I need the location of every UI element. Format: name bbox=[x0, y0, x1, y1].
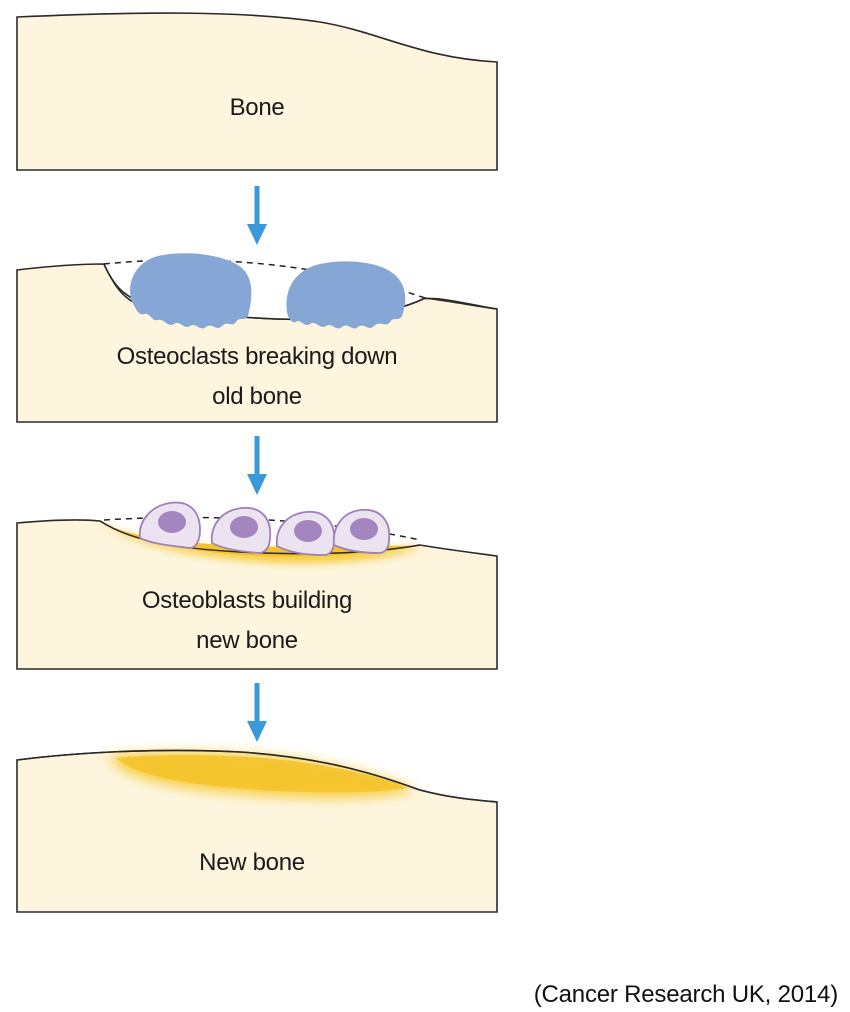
panel-bone bbox=[16, 12, 498, 171]
osteoclast-cell bbox=[130, 253, 252, 329]
new-bone-deposit-core bbox=[104, 524, 418, 557]
osteoclast-cell bbox=[286, 261, 406, 329]
panel-osteoclasts bbox=[16, 253, 498, 423]
surface-outline bbox=[16, 749, 498, 803]
label-line: New bone bbox=[199, 849, 305, 876]
original-surface-dashed bbox=[103, 259, 426, 299]
panel-label-osteoblasts: Osteoblasts building new bone bbox=[17, 581, 477, 661]
panel-new-bone bbox=[16, 749, 498, 913]
panel-osteoblasts bbox=[16, 501, 498, 670]
source-caption: (Cancer Research UK, 2014) bbox=[533, 981, 838, 1008]
label-line: Osteoblasts building bbox=[141, 587, 353, 614]
osteoblast-cell bbox=[210, 507, 272, 554]
new-bone-layer-core bbox=[116, 755, 408, 793]
panel-label-bone: Bone bbox=[17, 88, 497, 128]
label-line: Osteoclasts breaking down bbox=[116, 343, 398, 370]
panel-label-new-bone: New bone bbox=[17, 843, 487, 883]
label-line: old bone bbox=[212, 383, 302, 410]
label-line: new bone bbox=[196, 627, 298, 654]
arrow-down-icon bbox=[247, 436, 267, 495]
label-line: Bone bbox=[229, 94, 285, 121]
bone-block bbox=[16, 12, 498, 171]
arrow-down-icon bbox=[247, 683, 267, 742]
panel-label-osteoclasts: Osteoclasts breaking down old bone bbox=[17, 337, 497, 417]
osteoblast-cell bbox=[332, 509, 391, 554]
arrow-down-icon bbox=[247, 186, 267, 245]
osteoblast-cell bbox=[275, 511, 336, 556]
osteoblast-cell bbox=[138, 501, 201, 549]
